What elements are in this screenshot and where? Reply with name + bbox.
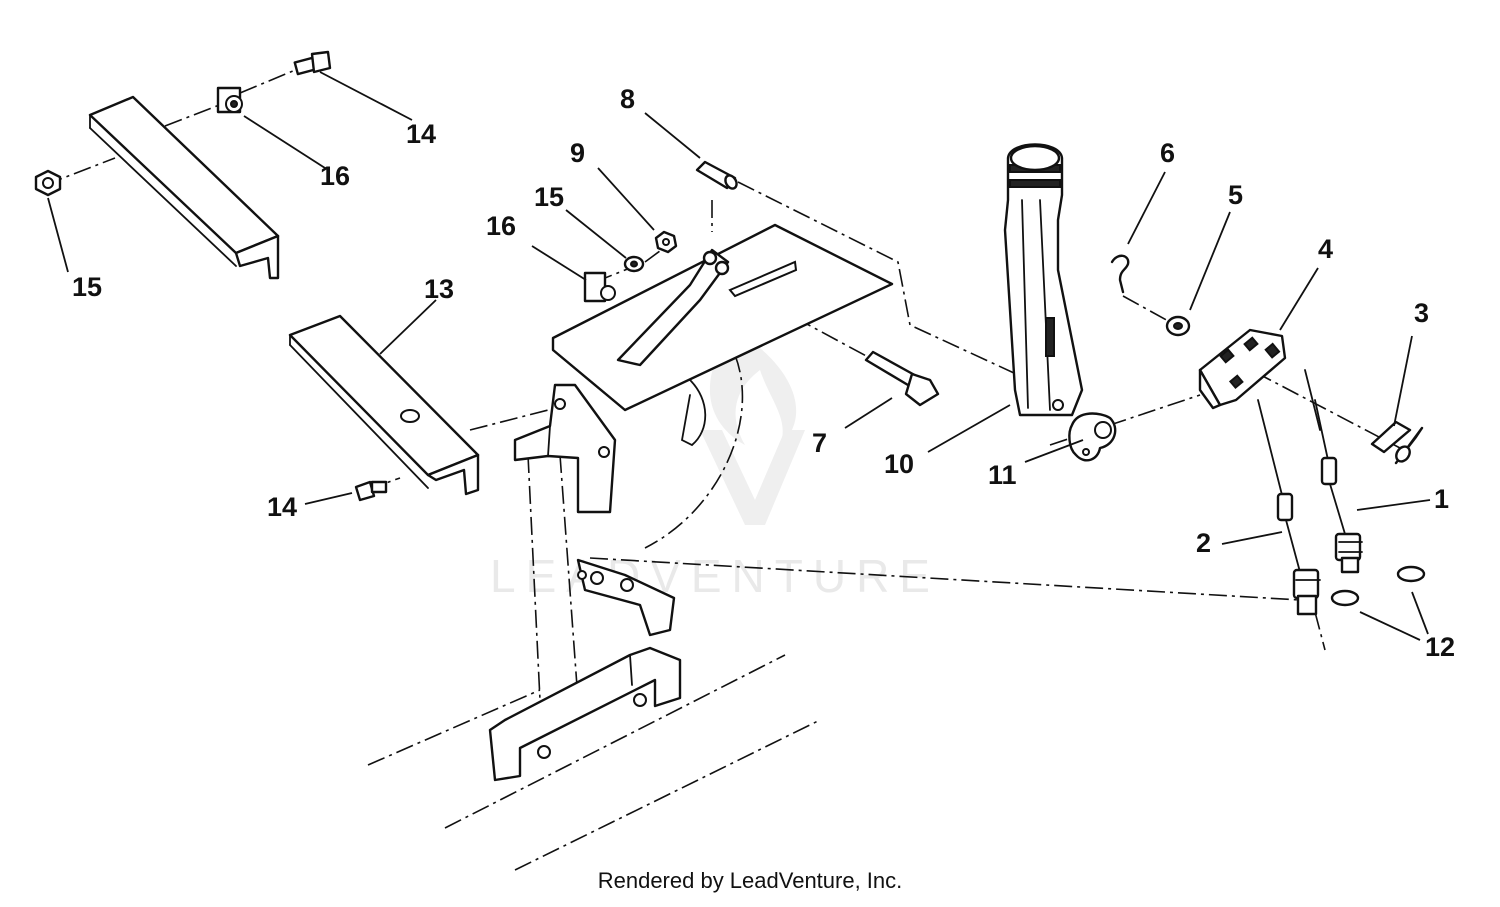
retaining-ring-icon bbox=[1330, 565, 1426, 607]
watermark-text: LEADVENTURE bbox=[490, 550, 940, 602]
washer-icon bbox=[1165, 315, 1191, 337]
angle-bracket-upper bbox=[88, 95, 280, 280]
angle-bracket-lower bbox=[288, 314, 480, 496]
bolt-icon bbox=[864, 350, 940, 407]
callout-7: 7 bbox=[812, 428, 827, 458]
callout-4: 4 bbox=[1318, 234, 1333, 264]
callout-13: 13 bbox=[424, 274, 454, 304]
lever-icon bbox=[1003, 143, 1084, 417]
cotter-pin-icon bbox=[1110, 254, 1130, 294]
callout-15-middle: 15 bbox=[534, 182, 564, 212]
callout-labels: 15 16 14 13 14 16 15 9 8 7 10 11 6 5 4 3… bbox=[72, 84, 1455, 662]
bolt-icon bbox=[354, 480, 388, 502]
callout-3: 3 bbox=[1414, 298, 1429, 328]
pin-icon bbox=[695, 160, 738, 190]
callout-14-bottom: 14 bbox=[267, 492, 297, 522]
callout-9: 9 bbox=[570, 138, 585, 168]
cable-bracket bbox=[1198, 328, 1287, 410]
footer-credit: Rendered by LeadVenture, Inc. bbox=[597, 868, 903, 893]
callout-6: 6 bbox=[1160, 138, 1175, 168]
throttle-gate bbox=[616, 248, 798, 367]
callout-12: 12 bbox=[1425, 632, 1455, 662]
callout-15-left: 15 bbox=[72, 272, 102, 302]
bolt-icon bbox=[293, 50, 332, 76]
clevis-icon bbox=[1068, 412, 1117, 462]
callout-8: 8 bbox=[620, 84, 635, 114]
callout-11: 11 bbox=[988, 460, 1017, 490]
callout-16-top: 16 bbox=[320, 161, 350, 191]
washer-icon bbox=[623, 255, 645, 273]
clip-icon bbox=[583, 271, 616, 303]
callout-10: 10 bbox=[884, 449, 914, 479]
clip-icon bbox=[216, 86, 243, 114]
base-u-bracket bbox=[488, 646, 682, 782]
frame-post bbox=[513, 383, 617, 514]
callout-16-middle: 16 bbox=[486, 211, 516, 241]
nut-icon bbox=[654, 230, 678, 254]
callout-14-top: 14 bbox=[406, 119, 436, 149]
callout-5: 5 bbox=[1228, 180, 1243, 210]
cable-icon bbox=[1257, 369, 1363, 616]
callout-2: 2 bbox=[1196, 528, 1211, 558]
leader-lines bbox=[47, 71, 1431, 641]
nut-icon bbox=[34, 169, 62, 197]
frame-bracket bbox=[576, 558, 676, 637]
callout-1: 1 bbox=[1434, 484, 1449, 514]
pin-icon bbox=[1370, 420, 1424, 465]
